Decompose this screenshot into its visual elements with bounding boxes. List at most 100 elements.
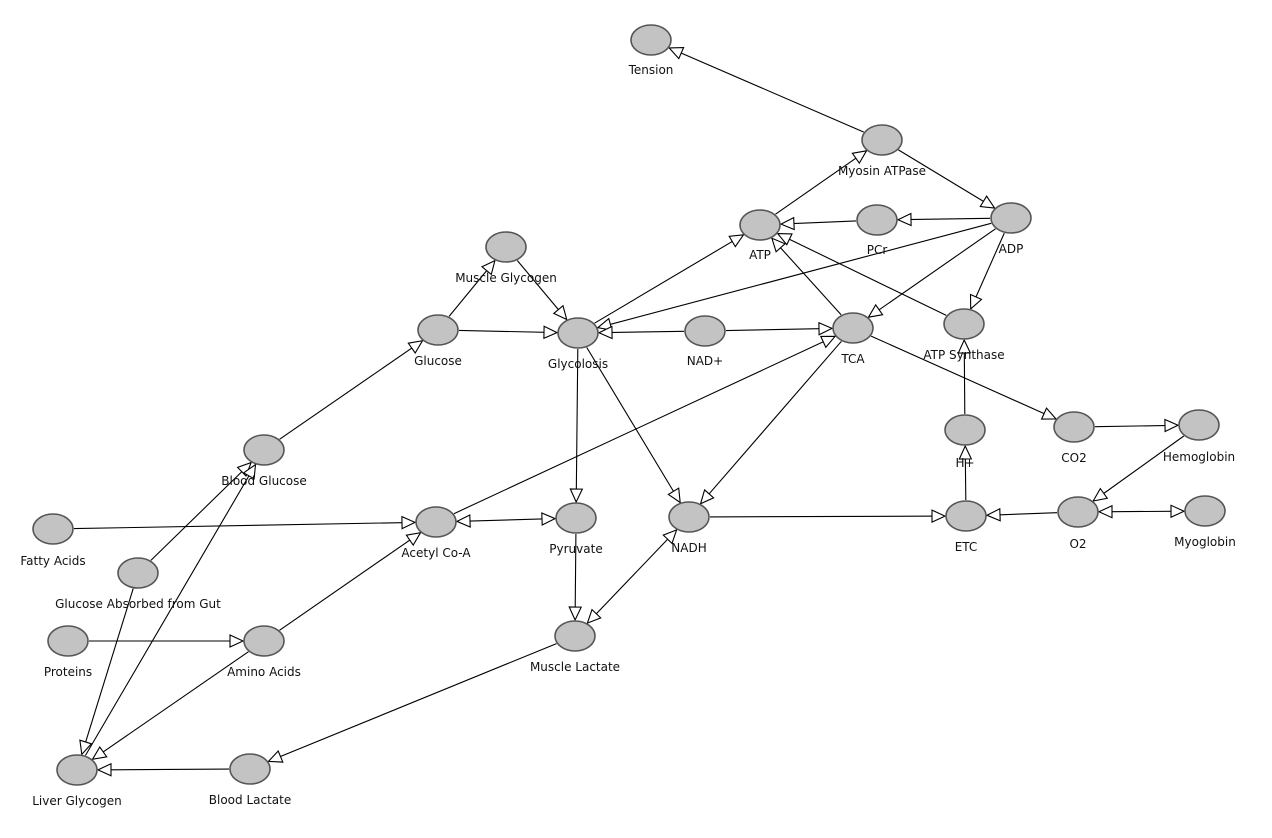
node-h-plus[interactable]: H+ — [944, 414, 986, 470]
node-label: Myosin ATPase — [838, 164, 926, 178]
edge-line — [150, 462, 252, 561]
node-pcr[interactable]: PCr — [856, 204, 898, 257]
node-nad-plus[interactable]: NAD+ — [684, 315, 726, 368]
node-label: ATP — [749, 248, 771, 262]
node-atp-synthase[interactable]: ATP Synthase — [923, 308, 1005, 362]
arrowhead — [979, 195, 996, 209]
edge-acetyl_coa-to-tca — [453, 335, 837, 515]
node-nadh[interactable]: NADH — [668, 501, 710, 555]
edge-line — [709, 515, 946, 518]
edge-line — [85, 464, 256, 756]
node-tension[interactable]: Tension — [628, 24, 674, 77]
arrowhead — [597, 325, 613, 340]
node-amino-acids[interactable]: Amino Acids — [227, 625, 301, 679]
node-blood-glucose[interactable]: Blood Glucose — [221, 434, 307, 488]
node-circle[interactable] — [684, 315, 726, 347]
node-circle[interactable] — [47, 625, 89, 657]
node-blood-lactate[interactable]: Blood Lactate — [209, 753, 291, 807]
node-circle[interactable] — [861, 124, 903, 156]
node-circle[interactable] — [630, 24, 672, 56]
arrowhead — [771, 237, 787, 253]
arrowhead-reverse — [455, 514, 471, 528]
edge-line — [700, 340, 842, 505]
node-circle[interactable] — [1178, 409, 1220, 441]
node-circle[interactable] — [229, 753, 271, 785]
arrowhead — [1170, 504, 1186, 519]
node-circle[interactable] — [990, 202, 1032, 234]
edge-line — [771, 237, 842, 316]
edge-line — [1098, 510, 1185, 513]
node-label: Tension — [628, 63, 674, 77]
node-circle[interactable] — [856, 204, 898, 236]
node-circle[interactable] — [485, 231, 527, 263]
node-circle[interactable] — [243, 625, 285, 657]
node-glucose[interactable]: Glucose — [414, 314, 462, 368]
arrowhead — [667, 47, 685, 60]
node-circle[interactable] — [945, 500, 987, 532]
node-pyruvate[interactable]: Pyruvate — [549, 502, 603, 556]
edge-muscle_lactate-to-blood_lactate — [267, 643, 557, 763]
edge-line — [92, 651, 249, 760]
edge-myosin_atpase-to-tension — [667, 47, 865, 133]
node-circle[interactable] — [243, 434, 285, 466]
node-proteins[interactable]: Proteins — [44, 625, 92, 679]
edge-liver_glycogen-to-blood_glucose — [85, 463, 257, 756]
node-circle[interactable] — [415, 506, 457, 538]
node-etc[interactable]: ETC — [945, 500, 987, 554]
arrowhead-reverse — [586, 608, 602, 625]
node-tca[interactable]: TCA — [832, 312, 874, 366]
node-circle[interactable] — [554, 620, 596, 652]
edge-line — [870, 335, 1057, 420]
node-circle[interactable] — [555, 502, 597, 534]
node-circle[interactable] — [944, 414, 986, 446]
node-circle[interactable] — [832, 312, 874, 344]
node-circle[interactable] — [1057, 496, 1099, 528]
node-circle[interactable] — [557, 317, 599, 349]
edge-glycolosis-to-pyruvate — [569, 348, 584, 504]
node-label: ATP Synthase — [923, 348, 1004, 362]
node-label: Liver Glycogen — [32, 794, 122, 808]
node-circle[interactable] — [1053, 411, 1095, 443]
node-fatty-acids[interactable]: Fatty Acids — [20, 513, 86, 568]
node-o2[interactable]: O2 — [1057, 496, 1099, 551]
node-glucose-gut[interactable]: Glucose Absorbed from Gut — [55, 557, 221, 611]
node-myoglobin[interactable]: Myoglobin — [1174, 495, 1236, 549]
arrowhead — [819, 335, 837, 349]
node-label: Muscle Glycogen — [455, 271, 557, 285]
node-circle[interactable] — [1184, 495, 1226, 527]
arrowhead — [1092, 487, 1109, 502]
node-co2[interactable]: CO2 — [1053, 411, 1095, 465]
edge-pcr-to-atp — [779, 216, 857, 231]
node-circle[interactable] — [668, 501, 710, 533]
node-label: Myoglobin — [1174, 535, 1236, 549]
node-label: Glucose — [414, 354, 462, 368]
edge-hemoglobin-to-o2 — [1092, 435, 1185, 502]
node-circle[interactable] — [417, 314, 459, 346]
node-atp[interactable]: ATP — [739, 209, 781, 262]
node-hemoglobin[interactable]: Hemoglobin — [1163, 409, 1235, 464]
node-acetyl-coa[interactable]: Acetyl Co-A — [401, 506, 471, 560]
node-muscle-lactate[interactable]: Muscle Lactate — [530, 620, 620, 674]
edge-line — [453, 335, 836, 515]
edge-glucose_gut-to-liver_glycogen — [79, 588, 134, 756]
node-myosin-atpase[interactable]: Myosin ATPase — [838, 124, 926, 178]
node-circle[interactable] — [117, 557, 159, 589]
edge-line — [597, 222, 992, 329]
edge-line — [970, 232, 1005, 310]
node-label: TCA — [840, 352, 865, 366]
node-label: PCr — [867, 243, 888, 257]
node-circle[interactable] — [32, 513, 74, 545]
arrowhead — [552, 304, 568, 321]
node-glycolosis[interactable]: Glycolosis — [548, 317, 608, 371]
edge-line — [574, 533, 577, 621]
node-circle[interactable] — [943, 308, 985, 340]
node-label: Glycolosis — [548, 357, 608, 371]
edge-amino_acids-to-liver_glycogen — [91, 651, 249, 761]
node-circle[interactable] — [56, 754, 98, 786]
node-liver-glycogen[interactable]: Liver Glycogen — [32, 754, 122, 808]
node-circle[interactable] — [739, 209, 781, 241]
edge-nadh-to-etc — [709, 509, 947, 523]
node-muscle-glycogen[interactable]: Muscle Glycogen — [455, 231, 557, 285]
node-adp[interactable]: ADP — [990, 202, 1032, 256]
